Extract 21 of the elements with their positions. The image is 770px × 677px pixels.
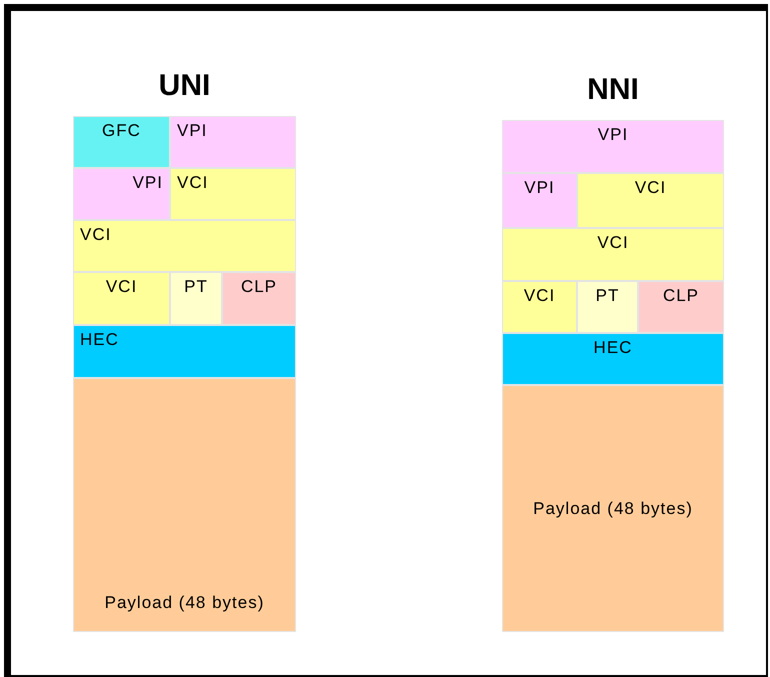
header-field: VCI <box>502 281 577 333</box>
header-field: VCI <box>170 168 296 220</box>
header-field: VPI <box>73 168 170 220</box>
header-field: CLP <box>222 272 296 325</box>
header-field: VPI <box>502 173 577 228</box>
header-field: VPI <box>170 116 296 168</box>
header-field: Payload (48 bytes) <box>73 378 296 632</box>
header-field: VCI <box>502 228 724 281</box>
header-field: Payload (48 bytes) <box>502 385 724 632</box>
header-field: HEC <box>502 333 724 385</box>
header-field: VCI <box>577 173 724 228</box>
header-field: VPI <box>502 120 724 173</box>
header-field: VCI <box>73 220 296 272</box>
header-field: HEC <box>73 325 296 378</box>
header-field: PT <box>170 272 222 325</box>
column-heading: UNI <box>158 68 212 104</box>
header-field: CLP <box>638 281 724 333</box>
header-field: GFC <box>73 116 170 168</box>
header-field: PT <box>577 281 638 333</box>
header-field: VCI <box>73 272 170 325</box>
column-heading: NNI <box>586 72 640 108</box>
